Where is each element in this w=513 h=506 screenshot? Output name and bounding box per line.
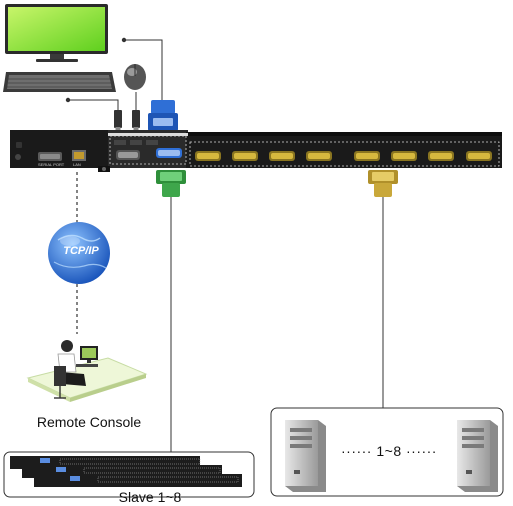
console-vga-port (156, 148, 182, 158)
lan-port-label: LAN (73, 162, 81, 167)
computer-port-2 (232, 151, 258, 161)
keyboard-icon (3, 72, 116, 92)
workstation-icon (26, 340, 148, 402)
power-port (15, 142, 22, 160)
server-icon (457, 420, 498, 492)
vga-plug-green-icon (156, 170, 186, 197)
usb-plug-icon (114, 110, 122, 133)
cascade-vga-port (116, 150, 140, 160)
slave-kvm-unit-3 (34, 474, 242, 487)
cable-endpoint-dot (121, 37, 127, 43)
computer-port-8 (466, 151, 492, 161)
network-label: TCP/IP (63, 245, 99, 257)
computer-port-6 (391, 151, 417, 161)
vga-plug-blue-icon (148, 100, 178, 131)
slave-kvm-stack (10, 456, 242, 487)
computer-port-5 (354, 151, 380, 161)
computer-port-4 (306, 151, 332, 161)
usb-port-panel (114, 140, 158, 145)
monitor-icon (5, 4, 108, 62)
computer-port-1 (195, 151, 221, 161)
lan-port (72, 150, 86, 161)
remote-console-label: Remote Console (36, 414, 142, 430)
globe-icon (48, 222, 110, 284)
servers-group-box (270, 407, 504, 497)
slave-label: Slave 1~8 (118, 489, 182, 505)
computer-port-7 (428, 151, 454, 161)
vga-plug-yellow-icon (368, 170, 398, 197)
server-icon (285, 420, 326, 492)
serial-port (38, 152, 62, 161)
computer-port-3 (269, 151, 295, 161)
slave-group-box (3, 451, 255, 498)
console-cables (68, 39, 163, 112)
mouse-icon (124, 64, 146, 90)
kvm-switch-icon (10, 130, 502, 172)
cable-endpoint-dot (65, 97, 71, 103)
usb-plug-icon (132, 110, 140, 133)
serial-port-label: SERIAL PORT (38, 162, 65, 167)
servers-range-label: ······ 1~8 ······ (341, 443, 437, 459)
